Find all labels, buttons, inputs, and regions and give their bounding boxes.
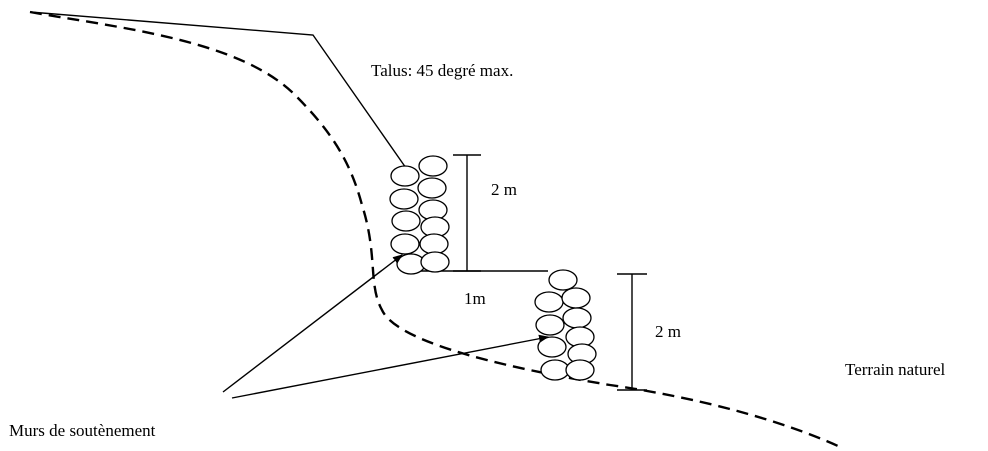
natural-ground-label: Terrain naturel — [845, 360, 946, 379]
stone — [419, 233, 449, 255]
stone — [420, 251, 450, 273]
upper-height-dimension — [453, 154, 481, 272]
arrow-to-lower-wall — [231, 334, 549, 399]
upper-retaining-wall — [389, 155, 450, 275]
stone — [561, 287, 591, 309]
upper-height-label: 2 m — [491, 180, 517, 199]
lower-retaining-wall — [534, 269, 597, 381]
stone — [390, 233, 420, 255]
stone — [548, 269, 578, 291]
graded-slope-line — [29, 11, 407, 169]
stone — [417, 177, 447, 199]
lower-height-label: 2 m — [655, 322, 681, 341]
stone — [534, 291, 564, 313]
stone — [565, 359, 595, 381]
stone — [391, 210, 421, 232]
stone — [390, 165, 420, 187]
slope-label: Talus: 45 degré max. — [371, 61, 513, 80]
terrace-width-label: 1m — [464, 289, 486, 308]
stone — [562, 307, 592, 329]
natural-terrain-line — [29, 10, 839, 448]
stone — [537, 336, 567, 358]
arrow-to-upper-wall — [222, 254, 403, 393]
stone — [540, 359, 570, 381]
stone — [389, 188, 419, 210]
stone — [535, 314, 565, 336]
lower-height-dimension — [617, 273, 647, 391]
retaining-walls-label: Murs de soutènement — [9, 421, 156, 440]
stone — [418, 155, 448, 177]
